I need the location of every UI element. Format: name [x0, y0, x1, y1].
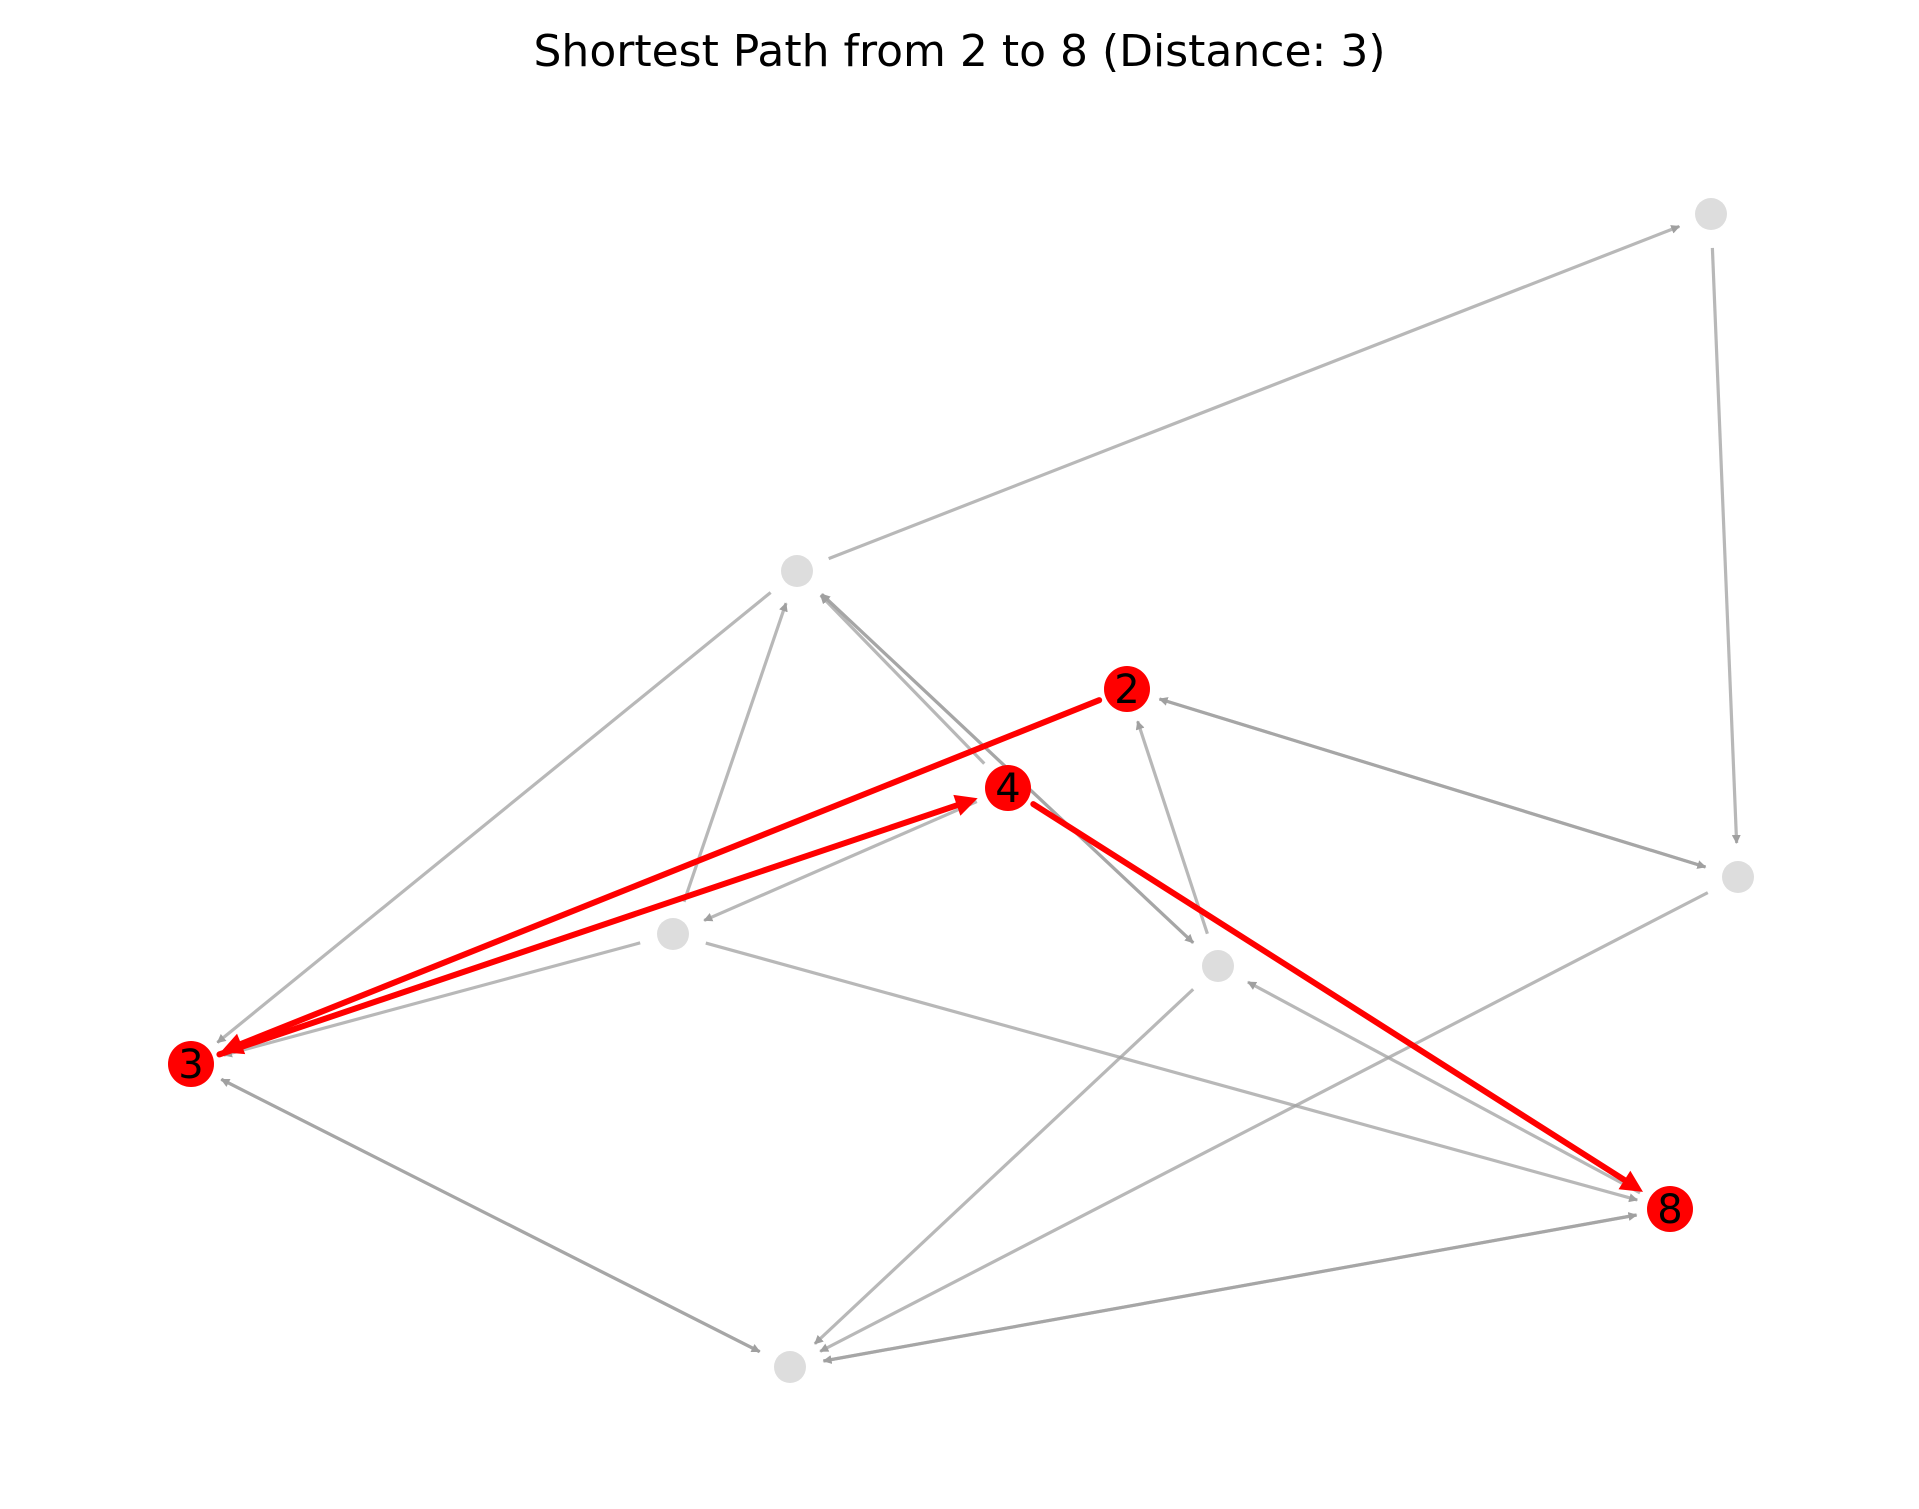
node-unlabeled-F — [774, 1351, 806, 1383]
edge-A-to-C — [1710, 247, 1741, 844]
node-unlabeled-C — [1722, 861, 1754, 893]
edge-F-to-3 — [220, 1077, 761, 1354]
edge-E-to-F — [813, 988, 1195, 1345]
node-unlabeled-E — [1202, 950, 1234, 982]
node-4: 4 — [985, 765, 1031, 812]
path-edge-2-to-3 — [220, 697, 1103, 1055]
path-edge-4-to-8 — [1030, 801, 1643, 1192]
edge-8-to-E — [1247, 980, 1641, 1195]
node-label-4: 4 — [995, 766, 1020, 812]
node-2: 2 — [1104, 666, 1150, 713]
edge-2-to-C — [1159, 697, 1707, 869]
node-unlabeled-D — [657, 918, 689, 950]
edge-D-to-8 — [705, 941, 1639, 1203]
node-label-8: 8 — [1657, 1187, 1682, 1233]
node-3: 3 — [168, 1041, 214, 1088]
node-label-3: 3 — [178, 1042, 203, 1088]
diagram-title: Shortest Path from 2 to 8 (Distance: 3) — [533, 26, 1386, 77]
edge-4-to-B — [819, 594, 986, 765]
node-unlabeled-B — [781, 555, 813, 587]
edge-E-to-2 — [1135, 720, 1209, 935]
node-8: 8 — [1647, 1186, 1693, 1233]
edge-B-to-A — [828, 224, 1681, 561]
edge-4-to-D — [703, 800, 978, 922]
edge-D-to-B — [682, 602, 788, 903]
edge-D-to-3 — [222, 941, 641, 1058]
node-label-2: 2 — [1114, 667, 1139, 713]
edge-C-to-F — [819, 891, 1709, 1353]
edge-8-to-F — [822, 1213, 1637, 1364]
edge-B-to-3 — [216, 591, 772, 1044]
path-edge-3-to-4 — [216, 794, 978, 1058]
node-unlabeled-A — [1695, 198, 1727, 230]
